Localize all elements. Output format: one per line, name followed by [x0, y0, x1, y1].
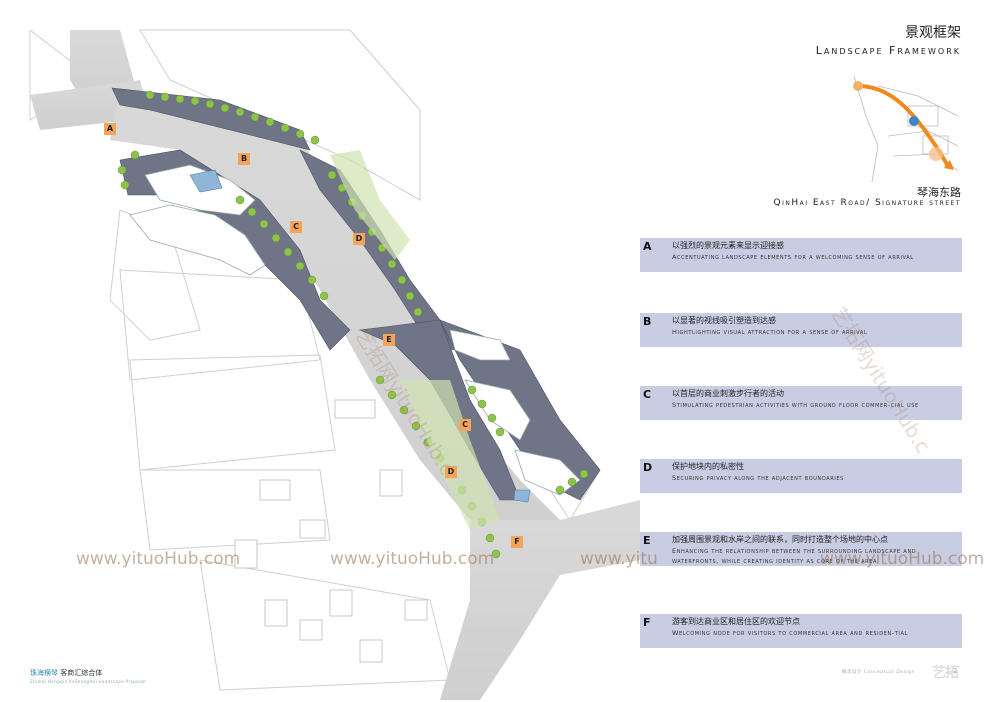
footer-project: 珠海横琴 客商汇综合体 Zhuhai Hengqin KeShangHui La… — [30, 668, 146, 684]
legend-item-a: A 以强烈的景观元素来显示迎接感 Accentuating landscape … — [640, 238, 962, 272]
legend-letter: D — [643, 461, 653, 474]
legend-letter: E — [643, 534, 651, 547]
watermark: www.yituoHub.com — [76, 549, 241, 569]
footer-project-en: Zhuhai Hengqin KeShangHui Landscape Prop… — [30, 679, 146, 684]
page-number: 2 — [953, 667, 958, 675]
legend-letter: A — [643, 240, 652, 253]
plan-label-f: F — [511, 536, 523, 548]
page-title: 景观框架 — [905, 25, 961, 41]
legend-item-e: E 加强周围景观和水岸之间的联系，同时打造整个场地的中心点 Enhancing … — [640, 532, 962, 566]
key-map — [853, 76, 959, 182]
legend-text-cn: 游客到达商业区和居住区的欢迎节点 — [672, 617, 800, 626]
legend-text-en: Accentuating landscape elements for a we… — [672, 253, 914, 261]
brand-logo: 艺拓 — [932, 665, 959, 681]
plan-label-e: E — [383, 334, 395, 346]
site-plan — [29, 28, 640, 700]
footer-brand: 珠海横琴 — [30, 669, 58, 677]
plan-label-d: D — [353, 233, 365, 245]
legend-text-cn: 以首层的商业刺激步行者的活动 — [672, 389, 784, 398]
footer-section: 概念设计 Conceptual Design — [842, 670, 915, 675]
legend-text-cn: 保护地块内的私密性 — [672, 462, 744, 471]
legend-text-cn: 加强周围景观和水岸之间的联系，同时打造整个场地的中心点 — [672, 535, 888, 544]
water-feature — [189, 169, 531, 503]
plan-label-c: C — [290, 221, 302, 233]
building-footprints — [234, 399, 428, 663]
legend-text-en: Securing privacy along the adjacent boun… — [672, 474, 844, 482]
legend-text-en: Hightlighting visual attraction for a se… — [672, 328, 868, 336]
legend-text-en: Stimulating pedestrian activities with g… — [672, 401, 919, 409]
legend-item-c: C 以首层的商业刺激步行者的活动 Stimulating pedestrian … — [640, 386, 962, 420]
legend-text-en: Enhancing the relationship between the s… — [672, 547, 917, 565]
legend-item-f: F 游客到达商业区和居住区的欢迎节点 Welcoming node for vi… — [640, 614, 962, 648]
section-subtitle-en: QinHai East Road/ Signature street — [773, 198, 961, 208]
legend-letter: F — [643, 616, 651, 629]
plan-label-b: B — [238, 153, 250, 165]
plan-label-d2: D — [445, 466, 457, 478]
legend-item-d: D 保护地块内的私密性 Securing privacy along the a… — [640, 459, 962, 493]
watermark: www.yitu — [580, 549, 658, 569]
legend-text-en: Welcoming node for visitors to commercia… — [672, 629, 908, 637]
legend-text-cn: 以强烈的景观元素来显示迎接感 — [672, 241, 784, 250]
legend-text-cn: 以显著的视线吸引塑造到达感 — [672, 316, 776, 325]
legend-letter: B — [643, 315, 652, 328]
soft-landscape — [330, 150, 500, 530]
watermark: www.yituoHub.com — [820, 549, 985, 569]
footer-project-name: 客商汇综合体 — [60, 669, 103, 677]
page-title-en: Landscape Framework — [815, 44, 961, 57]
plan-label-c2: C — [459, 419, 471, 431]
plan-label-a: A — [104, 123, 116, 135]
legend-letter: C — [643, 388, 652, 401]
legend-item-b: B 以显著的视线吸引塑造到达感 Hightlighting visual att… — [640, 313, 962, 347]
watermark: www.yituoHub.com — [330, 549, 495, 569]
section-subtitle: 琴海东路 — [917, 186, 961, 199]
